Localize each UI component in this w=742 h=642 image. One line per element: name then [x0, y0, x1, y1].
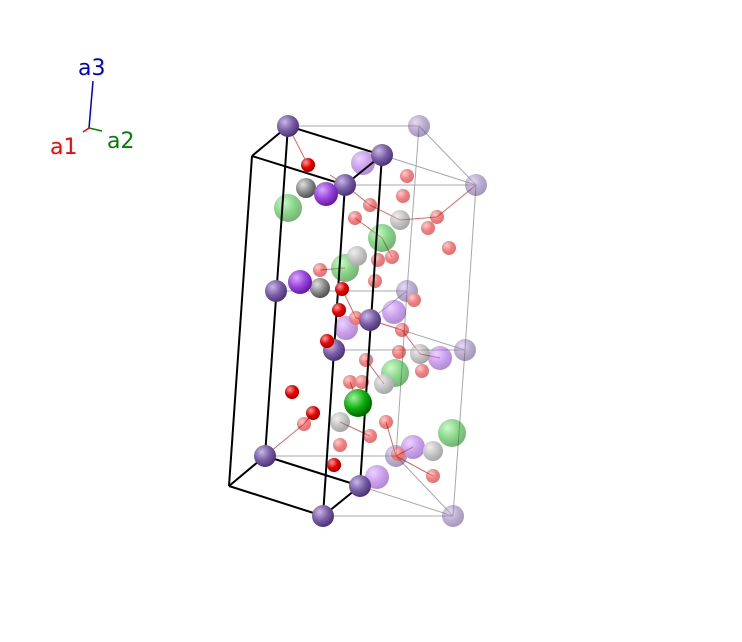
atom-violet — [288, 270, 312, 294]
atom-purple — [359, 309, 381, 331]
a2-axis-line — [88, 127, 103, 132]
atom-purple — [265, 280, 287, 302]
axis-indicator: a3 a1 a2 — [50, 56, 134, 160]
atom-violet — [365, 465, 389, 489]
atom-red — [415, 364, 429, 378]
atom-red — [301, 158, 315, 172]
atom-gray — [374, 374, 394, 394]
atom-purple — [312, 505, 334, 527]
atom-violet — [314, 182, 338, 206]
atom-red — [392, 345, 406, 359]
atom-red — [335, 282, 349, 296]
atom-red — [368, 274, 382, 288]
atom-purple — [349, 475, 371, 497]
atom-purple — [277, 115, 299, 137]
atom-red — [343, 375, 357, 389]
atom-red — [385, 250, 399, 264]
atom-red — [320, 334, 334, 348]
atom-violet — [401, 435, 425, 459]
atom-purple — [254, 445, 276, 467]
atom-green — [274, 194, 302, 222]
atom-gray — [423, 441, 443, 461]
atom-red — [332, 303, 346, 317]
atom-green — [344, 389, 372, 417]
atom-red — [400, 169, 414, 183]
atom-violet — [351, 151, 375, 175]
atom-red — [442, 241, 456, 255]
atom-red — [395, 323, 409, 337]
atom-red — [371, 253, 385, 267]
atom-gray — [330, 412, 350, 432]
atom-red — [355, 375, 369, 389]
cell-atoms — [254, 115, 393, 527]
ghost-atoms — [274, 115, 487, 527]
a3-axis-label: a3 — [78, 56, 105, 81]
atom-red — [363, 429, 377, 443]
atom-purple — [465, 174, 487, 196]
atom-green — [368, 224, 396, 252]
atom-gray — [296, 178, 316, 198]
atom-red — [313, 263, 327, 277]
atom-green — [438, 419, 466, 447]
atom-red — [396, 189, 410, 203]
atom-red — [430, 210, 444, 224]
atom-violet — [382, 300, 406, 324]
atom-purple — [454, 339, 476, 361]
atom-red — [327, 458, 341, 472]
atom-gray — [390, 210, 410, 230]
atom-red — [379, 415, 393, 429]
atom-red — [359, 353, 373, 367]
a1-axis-label: a1 — [50, 135, 77, 160]
atom-purple — [334, 174, 356, 196]
a2-axis-label: a2 — [107, 129, 134, 154]
atom-red — [348, 211, 362, 225]
atom-red — [297, 417, 311, 431]
atom-red — [363, 198, 377, 212]
a3-axis-line — [88, 80, 94, 129]
atom-red — [421, 221, 435, 235]
atom-purple — [408, 115, 430, 137]
atom-gray — [410, 344, 430, 364]
atom-red — [426, 469, 440, 483]
atom-red — [391, 447, 405, 461]
atom-purple — [371, 144, 393, 166]
atom-purple — [442, 505, 464, 527]
atom-gray — [347, 246, 367, 266]
atom-red — [285, 385, 299, 399]
atom-red — [306, 406, 320, 420]
atom-red — [333, 438, 347, 452]
a1-axis-line — [82, 127, 90, 133]
atom-gray — [310, 278, 330, 298]
atom-red — [407, 293, 421, 307]
atom-violet — [428, 346, 452, 370]
